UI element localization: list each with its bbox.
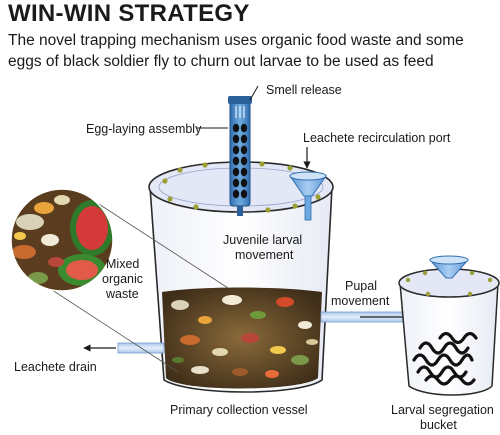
label-pupal: Pupal [345,279,377,293]
larvae [412,331,478,386]
organic-waste-fill [162,287,322,389]
label-larval-segregation: Larval segregation [391,403,494,417]
mixed-organic-waste-photo [10,188,229,373]
label-egg-laying-assembly: Egg-laying assembly [86,122,202,136]
label-bucket: bucket [420,418,457,432]
label-leachete-drain: Leachete drain [14,360,97,374]
label-juvenile-movement: movement [235,248,294,262]
fly-eggs [232,123,248,199]
label-organic: organic [102,272,143,286]
label-juvenile-larval: Juvenile larval [223,233,302,247]
bucket-funnel [428,255,470,279]
label-smell-release: Smell release [266,83,342,97]
label-primary-collection-vessel: Primary collection vessel [170,403,308,417]
label-waste: waste [105,287,139,301]
larval-segregation-bucket [398,255,500,396]
primary-collection-vessel [148,160,334,393]
egg-laying-assembly [228,96,252,216]
leachete-recirculation-funnel [289,171,327,221]
label-pupal-movement: movement [331,294,390,308]
page-title: WIN-WIN STRATEGY [8,0,250,27]
label-leachete-recirculation-port: Leachete recirculation port [303,131,451,145]
leachete-drain-pipe [83,342,165,354]
page-subtitle: The novel trapping mechanism uses organi… [8,32,464,70]
label-mixed: Mixed [106,257,139,271]
smell-release-pointer [249,85,259,101]
